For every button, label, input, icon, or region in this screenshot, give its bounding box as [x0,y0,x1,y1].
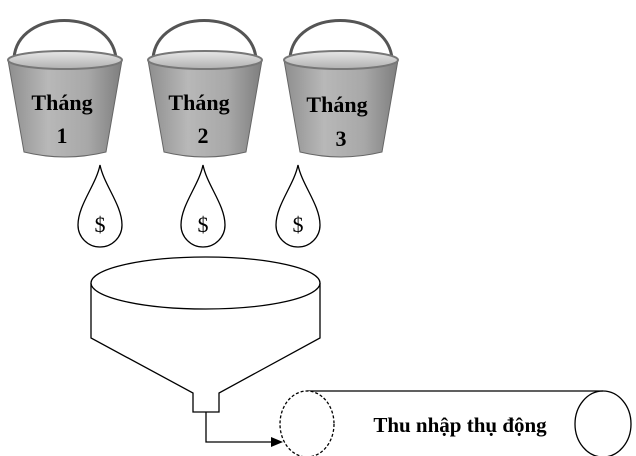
drop-symbol-1: $ [95,212,106,237]
bucket-body-2 [147,59,263,158]
drop-shape-2 [180,164,226,248]
drop-3: $ [275,164,321,248]
bucket-rim-3 [283,50,399,70]
bucket-month-1: Tháng 1 [7,19,123,158]
bucket-month-3: Tháng 3 [283,19,399,158]
bucket-label-3-line1: Tháng [306,92,367,117]
connector-arrow [205,412,283,447]
drop-symbol-3: $ [293,212,304,237]
bucket-handle-1 [12,19,118,59]
bucket-handle-3 [288,19,394,59]
arrow-head-icon [271,437,283,447]
drop-shape-1 [77,164,123,248]
income-pipe: Thu nhập thụ động [279,390,632,456]
funnel [90,256,321,413]
drop-1: $ [77,164,123,248]
bucket-label-2-line2: 2 [198,123,209,148]
pipe-body [307,390,632,456]
bucket-body-1 [7,59,123,158]
funnel-top [90,256,321,310]
pipe-label: Thu nhập thụ động [373,413,547,437]
drop-shape-3 [275,164,321,248]
bucket-label-1-line1: Tháng [31,90,92,115]
drop-2: $ [180,164,226,248]
bucket-body-3 [283,59,399,158]
bucket-rim-1 [7,50,123,70]
pipe-left-end [279,390,335,456]
drop-symbol-2: $ [198,212,209,237]
bucket-label-3-line2: 3 [336,126,347,151]
bucket-rim-2 [147,50,263,70]
bucket-month-2: Tháng 2 [147,19,263,158]
bucket-label-2-line1: Tháng [168,90,229,115]
bucket-handle-2 [151,19,258,59]
bucket-label-1-line2: 1 [57,123,68,148]
pipe-right-end [574,390,604,456]
